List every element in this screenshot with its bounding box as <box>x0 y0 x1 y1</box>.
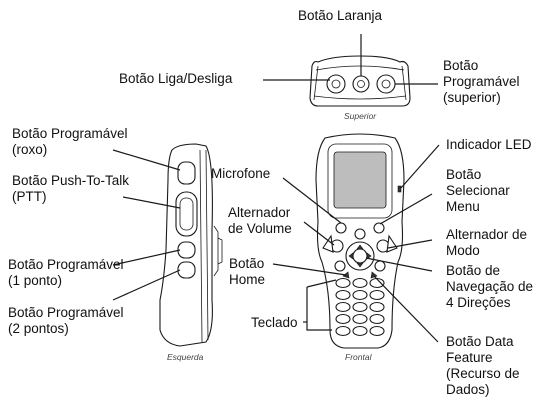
label-alternador-volume: Alternador de Volume <box>228 205 292 236</box>
label-microfone: Microfone <box>211 166 271 181</box>
front-view-device <box>315 133 405 349</box>
top-view-leaders <box>263 34 438 85</box>
side-view-device <box>159 143 223 347</box>
caption-superior: Superior <box>344 111 377 121</box>
label-botao-liga-desliga: Botão Liga/Desliga <box>119 71 233 86</box>
label-botao-laranja: Botão Laranja <box>298 8 383 23</box>
caption-frontal: Frontal <box>345 352 372 362</box>
top-view-device <box>309 55 411 107</box>
front-view-leaders <box>272 144 440 343</box>
label-teclado: Teclado <box>251 315 298 330</box>
label-botao-home: Botão Home <box>229 256 266 287</box>
label-alternador-modo: Alternador de Modo <box>446 227 528 258</box>
caption-esquerda: Esquerda <box>167 352 204 362</box>
label-botao-data-feature: Botão Data Feature (Recurso de Dados) <box>446 334 520 397</box>
label-botao-programavel-superior: Botão Programável (superior) <box>443 58 520 105</box>
label-botao-ptt: Botão Push-To-Talk (PTT) <box>12 173 130 204</box>
label-indicador-led: Indicador LED <box>446 137 532 152</box>
label-botao-programavel-1-ponto: Botão Programável (1 ponto) <box>8 257 124 288</box>
label-botao-selecionar-menu: Botão Selecionar Menu <box>446 167 510 214</box>
label-botao-navegacao: Botão de Navegação de 4 Direções <box>446 263 534 310</box>
side-view-leaders <box>112 149 181 301</box>
label-botao-programavel-2-pontos: Botão Programável (2 pontos) <box>8 305 124 336</box>
label-botao-programavel-roxo: Botão Programável (roxo) <box>12 126 128 157</box>
